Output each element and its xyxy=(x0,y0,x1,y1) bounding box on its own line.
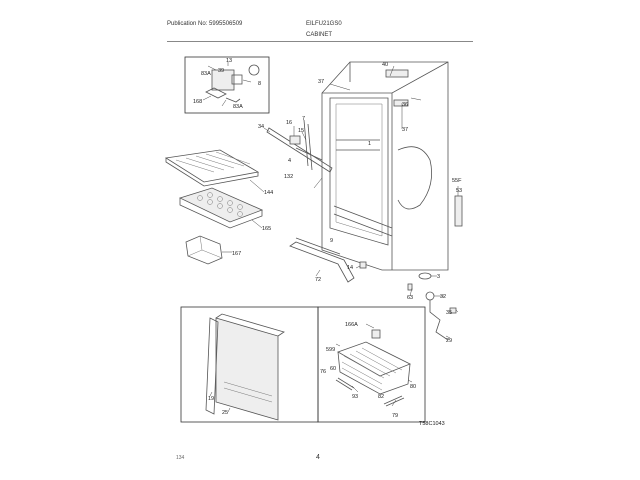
wire-shelf xyxy=(164,149,265,193)
callout-144: 144 xyxy=(264,190,273,196)
callout-93: 93 xyxy=(352,394,358,400)
callout-39: 39 xyxy=(218,68,224,74)
callout-167: 167 xyxy=(232,251,241,257)
inset-basket xyxy=(317,306,426,423)
callout-83A: 83A xyxy=(201,71,211,77)
callout-79: 79 xyxy=(392,413,398,419)
inset-thermostat-assembly xyxy=(184,56,270,114)
footer-code: 134 xyxy=(176,455,185,461)
callout-32: 32 xyxy=(440,294,446,300)
kick-plate xyxy=(289,237,367,283)
callout-166A: 166A xyxy=(345,322,358,328)
callout-4: 4 xyxy=(288,158,291,164)
callout-60: 60 xyxy=(330,366,336,372)
page-number: 4 xyxy=(316,454,320,461)
bracket-part xyxy=(185,235,232,265)
callout-14: 14 xyxy=(347,265,353,271)
header-rule xyxy=(167,41,473,42)
callout-168: 168 xyxy=(193,99,202,105)
shelf-bracket-parts xyxy=(263,119,333,189)
inset-door-panel xyxy=(180,306,319,423)
callout-82: 82 xyxy=(378,394,384,400)
callout-1: 1 xyxy=(368,141,371,147)
callout-34: 34 xyxy=(258,124,264,130)
callout-55F: 55F xyxy=(452,178,462,184)
section-title: CABINET xyxy=(306,32,333,38)
callout-15: 15 xyxy=(298,128,304,134)
callout-16: 16 xyxy=(286,120,292,126)
callout-36: 36 xyxy=(402,102,408,108)
callout-599: 599 xyxy=(326,347,335,353)
callout-13: 13 xyxy=(226,58,232,64)
callout-8: 8 xyxy=(258,81,261,87)
publication-number: Publication No: 5995506509 xyxy=(167,21,243,27)
model-number: EILFU21GS0 xyxy=(306,21,342,27)
callout-83A-b: 83A xyxy=(233,104,243,110)
callout-40: 40 xyxy=(382,62,388,68)
callout-72: 72 xyxy=(315,277,321,283)
callout-9: 9 xyxy=(330,238,333,244)
callout-76: 76 xyxy=(320,369,326,375)
callout-29: 29 xyxy=(446,338,452,344)
ventilated-grill xyxy=(178,187,264,229)
figure-id: T58C1043 xyxy=(419,421,445,427)
callout-63: 63 xyxy=(407,295,413,301)
callout-19: 19 xyxy=(208,396,214,402)
callout-53: 53 xyxy=(456,188,462,194)
cabinet-body xyxy=(321,61,463,271)
callout-132: 132 xyxy=(284,174,293,180)
callout-25: 25 xyxy=(222,410,228,416)
callout-37-b: 37 xyxy=(402,127,408,133)
callout-3: 3 xyxy=(437,274,440,280)
callout-37: 37 xyxy=(318,79,324,85)
callout-80: 80 xyxy=(410,384,416,390)
drain-hose-assembly xyxy=(407,272,459,341)
callout-7: 7 xyxy=(302,116,305,122)
callout-35: 35 xyxy=(446,310,452,316)
callout-165: 165 xyxy=(262,226,271,232)
